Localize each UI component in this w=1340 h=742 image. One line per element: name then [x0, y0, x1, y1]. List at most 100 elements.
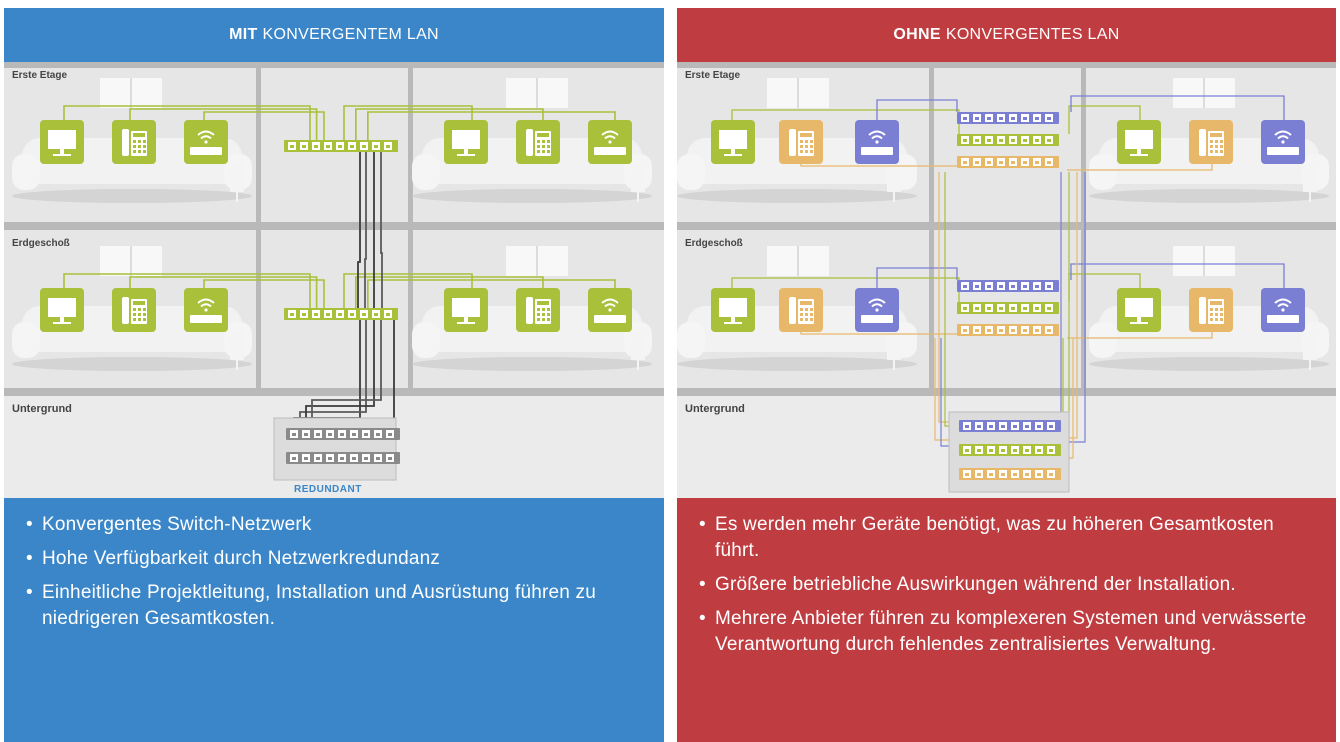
cable — [129, 276, 318, 308]
phone-icon — [516, 288, 560, 332]
wifi-router-icon — [184, 120, 228, 164]
drawback-item: Es werden mehr Geräte benötigt, was zu h… — [699, 512, 1314, 564]
cable — [876, 99, 958, 122]
wifi-router-icon — [588, 288, 632, 332]
window — [767, 246, 829, 276]
drawback-item: Größere betriebliche Auswirkungen währen… — [699, 572, 1314, 598]
window — [1173, 246, 1235, 276]
cable — [367, 279, 616, 308]
header-rest: KONVERGENTES LAN — [945, 26, 1120, 43]
cable — [343, 105, 473, 140]
network-diagram — [4, 62, 664, 498]
benefit-item: Einheitliche Projektleitung, Installatio… — [26, 580, 642, 632]
wifi-router-icon — [855, 120, 899, 164]
monitor-icon — [444, 120, 488, 164]
cable — [63, 273, 311, 308]
phone-icon — [112, 288, 156, 332]
wall — [1081, 62, 1086, 230]
network-switch-icon — [284, 308, 398, 320]
header-bold: MIT — [229, 26, 258, 43]
floor-slab — [677, 222, 1336, 230]
cable — [311, 320, 382, 432]
redundant-rack — [273, 417, 397, 481]
floor-slab — [677, 62, 1336, 68]
cable — [380, 152, 383, 308]
cable — [367, 111, 616, 140]
network-switch-icon — [957, 134, 1059, 146]
cable — [876, 267, 958, 290]
cable — [357, 152, 361, 308]
cable — [355, 276, 544, 308]
monitor-icon — [711, 288, 755, 332]
building-scene: Erste Etage Erdgeschoß Untergrund — [677, 62, 1336, 498]
monitor-icon — [1117, 120, 1161, 164]
monitor-icon — [40, 120, 84, 164]
monitor-icon — [711, 120, 755, 164]
wall — [408, 230, 413, 396]
wall — [929, 230, 934, 396]
network-switch-icon — [286, 428, 400, 440]
drawback-item: Mehrere Anbieter führen zu komplexeren S… — [699, 606, 1314, 658]
cable — [129, 108, 318, 140]
floor-lamp — [1303, 162, 1317, 202]
floor-lamp — [631, 330, 645, 370]
header-rest: KONVERGENTEM LAN — [262, 26, 439, 43]
wall — [256, 230, 261, 396]
floor-label-basement: Untergrund — [12, 403, 72, 415]
monitor-icon — [444, 288, 488, 332]
floor-lamp — [887, 162, 901, 202]
floor-lamp — [887, 330, 901, 370]
floor-slab — [4, 222, 664, 230]
phone-icon — [1189, 288, 1233, 332]
cable — [203, 111, 325, 140]
network-switch-icon — [957, 112, 1059, 124]
floor-slab — [677, 388, 1336, 396]
converged-lan-header: MIT KONVERGENTEM LAN — [4, 8, 664, 62]
cable — [355, 108, 544, 140]
floor-slab — [4, 62, 664, 68]
building-scene: Erste Etage Erdgeschoß Untergrund REDUND… — [4, 62, 664, 498]
converged-benefits: Konvergentes Switch-Netzwerk Hohe Verfüg… — [4, 498, 664, 742]
cable — [1070, 95, 1285, 122]
network-switch-icon — [957, 324, 1059, 336]
wall — [1081, 230, 1086, 396]
network-switch-icon — [957, 156, 1059, 168]
phone-icon — [779, 288, 823, 332]
benefit-item: Konvergentes Switch-Netzwerk — [26, 512, 642, 538]
window — [100, 246, 162, 276]
wifi-router-icon — [588, 120, 632, 164]
wall — [408, 62, 413, 230]
wifi-router-icon — [1261, 288, 1305, 332]
cable — [364, 152, 367, 308]
network-switch-icon — [286, 452, 400, 464]
converged-lan-panel: MIT KONVERGENTEM LAN Erste Etage Erdgesc… — [4, 8, 664, 742]
floor-lamp — [1303, 330, 1317, 370]
network-switch-icon — [957, 302, 1059, 314]
redundant-label: REDUNDANT — [294, 484, 362, 495]
benefit-item: Hohe Verfügbarkeit durch Netzwerkredunda… — [26, 546, 642, 572]
cable — [203, 279, 325, 308]
wifi-router-icon — [184, 288, 228, 332]
floor-label-1: Erste Etage — [685, 70, 741, 81]
window — [506, 246, 568, 276]
floor-lamp — [230, 162, 244, 202]
window — [1173, 78, 1235, 108]
wall — [256, 62, 261, 230]
cable — [63, 105, 311, 140]
wifi-router-icon — [1261, 120, 1305, 164]
network-switch-icon — [959, 468, 1061, 480]
network-switch-icon — [959, 444, 1061, 456]
floor-label-basement: Untergrund — [685, 403, 745, 415]
cable — [1070, 263, 1285, 290]
window — [506, 78, 568, 108]
network-switch-icon — [959, 420, 1061, 432]
header-bold: OHNE — [893, 26, 941, 43]
non-converged-lan-header: OHNE KONVERGENTES LAN — [677, 8, 1336, 62]
phone-icon — [1189, 120, 1233, 164]
monitor-icon — [40, 288, 84, 332]
wall — [929, 62, 934, 230]
network-switch-icon — [957, 280, 1059, 292]
floor-label-0: Erdgeschoß — [12, 238, 70, 249]
floor-label-0: Erdgeschoß — [685, 238, 743, 249]
floor-lamp — [230, 330, 244, 370]
